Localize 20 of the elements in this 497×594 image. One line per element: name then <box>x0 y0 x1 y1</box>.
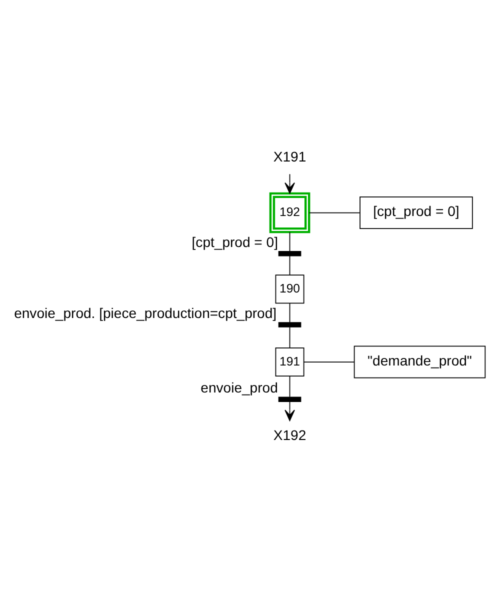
node-label: envoie_prod <box>200 379 278 396</box>
connector <box>304 361 355 362</box>
node-label: envoie_prod. [piece_production=cpt_prod] <box>14 304 277 320</box>
node-box: "demande_prod" <box>354 345 486 378</box>
node-bar <box>278 250 302 256</box>
node-box: 191 <box>275 347 304 376</box>
connector <box>289 326 290 348</box>
connector <box>289 254 290 275</box>
node-text: X192 <box>273 426 306 443</box>
node-label: [cpt_prod = 0] <box>192 233 278 250</box>
connector <box>289 302 290 322</box>
node-box: 192 <box>269 192 310 233</box>
connector <box>308 212 360 213</box>
connector <box>289 375 290 397</box>
node-box: [cpt_prod = 0] <box>360 196 473 228</box>
node-box: 190 <box>275 274 304 304</box>
node-bar <box>278 322 302 327</box>
node-bar <box>278 396 302 402</box>
connector <box>289 231 290 252</box>
node-text: X191 <box>273 148 306 164</box>
